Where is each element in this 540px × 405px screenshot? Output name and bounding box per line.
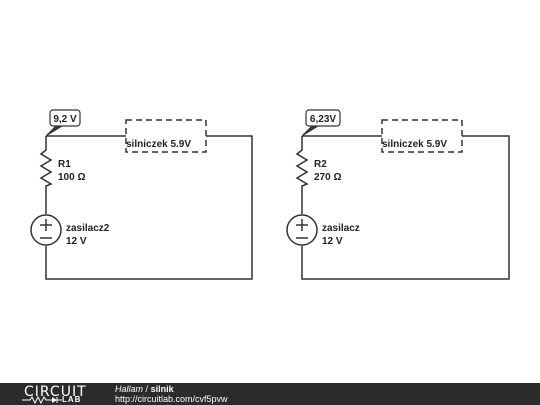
probe-label-left: 9,2 V: [53, 114, 77, 125]
footer-attribution: Hallam / silnik: [115, 384, 174, 394]
motor-box-right: [381, 119, 463, 153]
probe-label-right: 6,23V: [310, 114, 336, 125]
source-value-right: 12 V: [322, 236, 343, 247]
resistor-name-right: R2: [314, 159, 327, 170]
resistor-value-left: 100 Ω: [58, 172, 85, 183]
source-name-left: zasilacz2: [66, 223, 110, 234]
circuit-right: [286, 109, 510, 280]
probe-pointer-right: [301, 125, 320, 137]
resistor-r1: [39, 148, 53, 214]
author-link[interactable]: Hallam: [115, 384, 144, 394]
logo-text-top: CIRCUIT: [24, 384, 87, 400]
circuit-left: [30, 109, 253, 280]
footer-separator: /: [145, 384, 149, 394]
circuitlab-logo[interactable]: CIRCUIT LAB: [0, 383, 110, 405]
voltage-source-zasilacz: [286, 214, 318, 246]
logo-text-bottom: LAB: [62, 395, 82, 404]
probe-pointer-left: [45, 125, 64, 137]
voltage-source-zasilacz2: [30, 214, 62, 246]
circuit-title: silnik: [150, 384, 174, 394]
footer-bar: CIRCUIT LAB Hallam / silnik http://circu…: [0, 383, 540, 405]
probe-box-right: [305, 109, 341, 127]
motor-label-right: silniczek 5.9V: [382, 139, 447, 150]
motor-box-left: [125, 119, 207, 153]
resistor-name-left: R1: [58, 159, 71, 170]
motor-label-left: silniczek 5.9V: [126, 139, 191, 150]
resistor-logo-icon: [22, 396, 62, 404]
schematic-canvas: 9,2 V silniczek 5.9V R1 100 Ω zasilacz2 …: [30, 109, 510, 280]
wire-motor-to-right-left: [45, 135, 253, 280]
probe-box-left: [49, 109, 81, 127]
resistor-value-right: 270 Ω: [314, 172, 341, 183]
source-name-right: zasilacz: [322, 223, 360, 234]
source-value-left: 12 V: [66, 236, 87, 247]
resistor-r2: [295, 148, 309, 214]
wire-motor-to-right-right: [301, 135, 510, 280]
circuit-url-link[interactable]: http://circuitlab.com/cvf5pvw: [115, 394, 228, 404]
